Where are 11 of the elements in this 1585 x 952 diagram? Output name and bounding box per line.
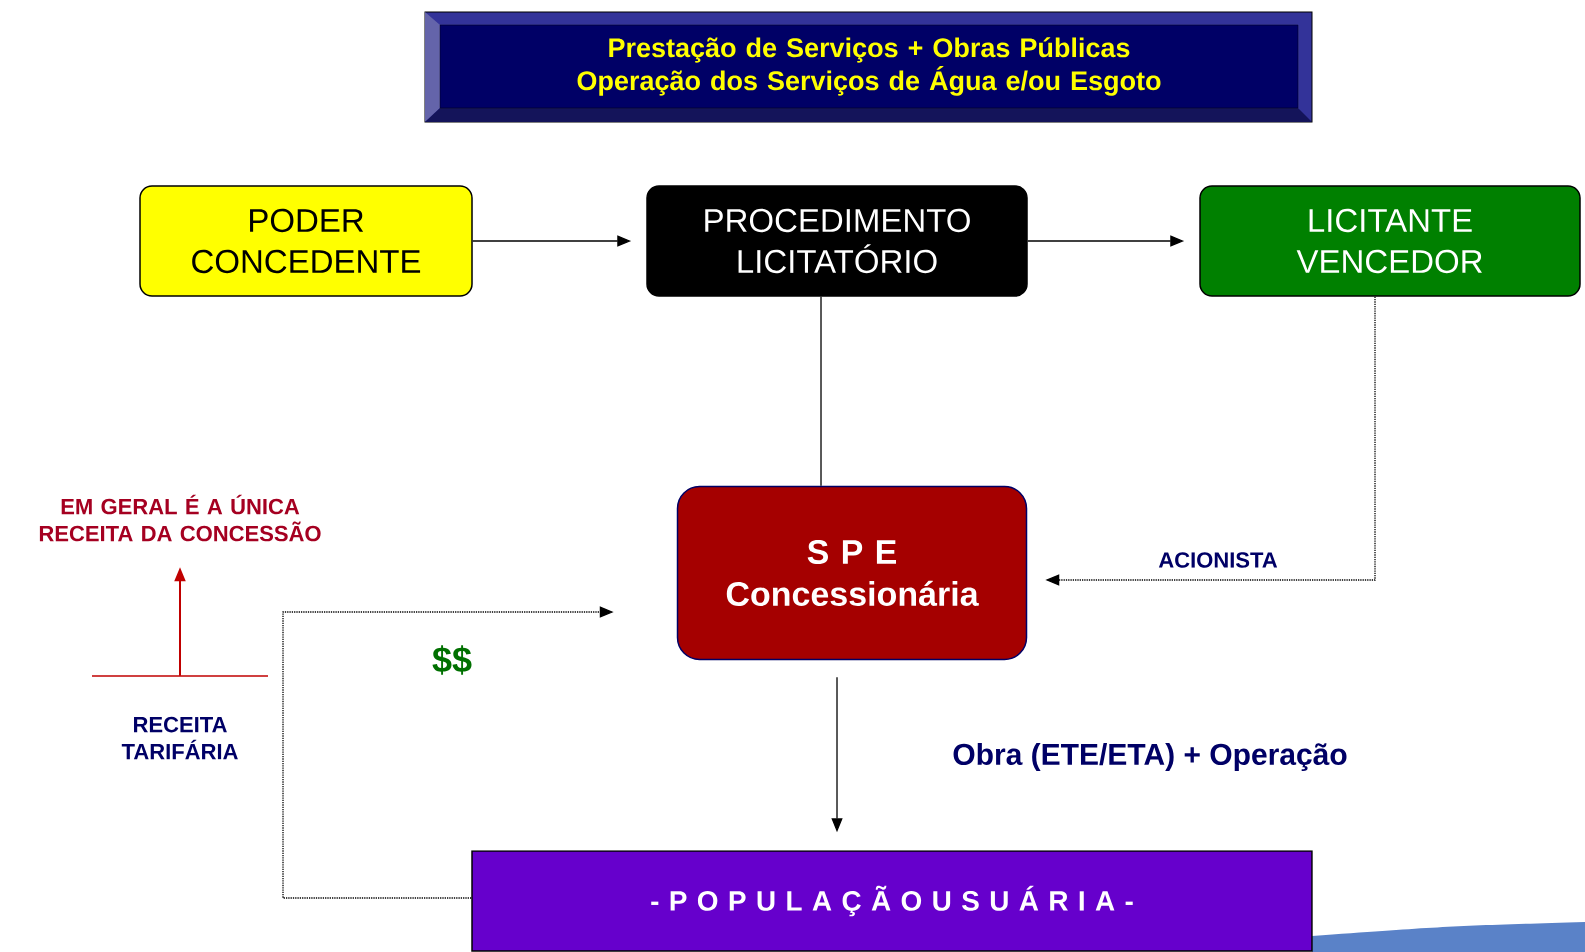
edge-label: $$	[430, 643, 475, 677]
process-box: PROCEDIMENTO LICITATÓRIO	[646, 185, 1028, 297]
edge-label: Obra (ETE/ETA) + Operação	[950, 741, 1350, 773]
process-box: PODER CONCEDENTE	[139, 185, 473, 297]
process-box: S P E Concessionária	[676, 485, 1028, 661]
process-box: LICITANTE VENCEDOR	[1199, 185, 1581, 297]
process-box: - P O P U L A Ç Ã O U S U Á R I A -	[471, 850, 1313, 952]
note-text: EM GERAL É A ÚNICA RECEITA DA CONCESSÃO	[39, 494, 321, 542]
note-text: RECEITA TARIFÁRIA	[121, 716, 238, 760]
edge-label: ACIONISTA	[1156, 550, 1280, 570]
title-banner: Prestação de Serviços + Obras Públicas Operação dos Serviços de Água e/ou Esgoto	[424, 11, 1313, 123]
